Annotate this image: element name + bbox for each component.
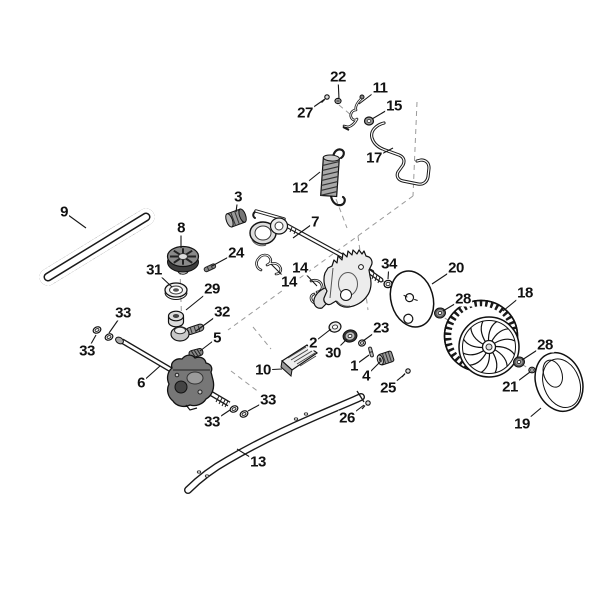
part-number-label: 12 <box>291 179 309 197</box>
washer-22 <box>334 97 342 105</box>
part-number-label: 26 <box>338 409 356 427</box>
part-number-label: 5 <box>212 329 222 347</box>
screw-27 <box>321 94 330 103</box>
part-number-label: 1 <box>349 357 359 375</box>
belt-pulley <box>166 245 200 275</box>
part-number-label: 8 <box>176 219 186 237</box>
ring-23 <box>358 339 366 347</box>
part-number-label: 18 <box>516 284 534 302</box>
part-number-label: 30 <box>324 344 342 362</box>
part-number-label: 33 <box>203 413 221 431</box>
gear-fitting-32 <box>170 323 205 342</box>
nut-28-left <box>434 307 446 319</box>
part-number-label: 17 <box>365 149 383 167</box>
part-number-label: 3 <box>233 188 243 206</box>
part-number-label: 11 <box>371 79 389 97</box>
part-number-label: 10 <box>254 361 272 379</box>
cover-plate-10 <box>280 344 319 377</box>
part-number-label: 20 <box>447 259 465 277</box>
pin-1 <box>368 346 374 358</box>
part-number-label: 4 <box>361 367 371 385</box>
bushing-3 <box>225 208 247 228</box>
part-number-label: 28 <box>454 290 472 308</box>
part-number-label: 31 <box>145 261 163 279</box>
washer-2 <box>328 321 342 333</box>
part-number-label: 24 <box>227 244 245 262</box>
part-number-label: 29 <box>203 280 221 298</box>
circlip-33-group-right <box>229 405 249 418</box>
clip-14-upper <box>255 253 283 276</box>
part-number-label: 9 <box>59 203 69 221</box>
part-number-label: 34 <box>380 255 398 273</box>
bearing-30 <box>342 329 358 343</box>
part-number-label: 27 <box>296 104 314 122</box>
grommet-15 <box>363 116 375 126</box>
part-number-label: 14 <box>291 259 309 277</box>
tension-spring-12 <box>320 148 346 207</box>
part-number-label: 21 <box>501 378 519 396</box>
part-number-label: 33 <box>259 391 277 409</box>
part-number-label: 25 <box>379 379 397 397</box>
hubcap-19 <box>534 351 584 413</box>
part-number-label: 7 <box>310 213 320 231</box>
lever-11 <box>342 94 365 131</box>
part-number-label: 14 <box>280 273 298 291</box>
brake-rod-17 <box>370 121 431 186</box>
bushing-29 <box>167 310 185 328</box>
screw-26 <box>361 400 371 410</box>
ratchet-gear <box>313 249 384 309</box>
drive-belt <box>39 208 155 286</box>
gearbox-6 <box>115 336 231 411</box>
part-number-label: 19 <box>513 415 531 433</box>
bushing-4 <box>376 350 395 366</box>
nut-28-right <box>513 356 525 368</box>
part-number-label: 33 <box>114 304 132 322</box>
part-number-label: 15 <box>385 97 403 115</box>
part-number-label: 32 <box>213 303 231 321</box>
part-number-label: 22 <box>329 68 347 86</box>
part-number-label: 23 <box>372 319 390 337</box>
part-number-label: 13 <box>249 453 267 471</box>
part-number-label: 2 <box>308 334 318 352</box>
dust-disc-20 <box>389 270 435 328</box>
circlip-33-group-left <box>92 326 114 341</box>
axle-tube-13 <box>184 390 365 494</box>
part-number-label: 6 <box>136 374 146 392</box>
wheel-18 <box>443 299 520 378</box>
part-number-label: 33 <box>78 342 96 360</box>
part-number-label: 28 <box>536 336 554 354</box>
washer-31 <box>164 282 188 300</box>
